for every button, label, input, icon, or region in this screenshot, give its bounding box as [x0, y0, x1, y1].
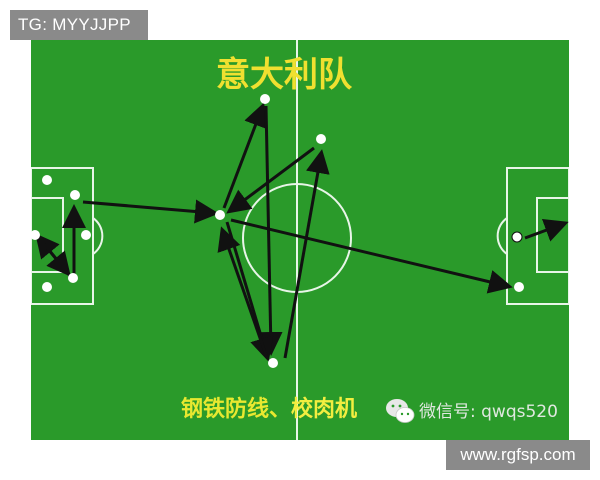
pass-arrows: [35, 102, 569, 362]
football-pitch-diagram: 意大利队: [31, 40, 569, 440]
pass-arrow: [37, 237, 71, 277]
player-marker: [215, 210, 225, 220]
player-marker: [68, 273, 78, 283]
player-marker: [316, 134, 326, 144]
pass-arrow: [230, 218, 513, 294]
wechat-icon: [386, 399, 415, 423]
player-marker: [70, 190, 80, 200]
player-marker: [31, 230, 40, 240]
pass-arrow: [524, 218, 569, 242]
caption-part-1: 钢铁防线、: [181, 396, 291, 422]
player-marker: [42, 175, 52, 185]
right-penalty-box: [506, 167, 569, 305]
right-penalty-arc: [496, 217, 508, 255]
pitch-grass: [31, 40, 569, 440]
player-marker: [81, 230, 91, 240]
pass-arrow: [82, 199, 219, 224]
pass-arrow: [283, 149, 330, 359]
pass-arrow: [217, 226, 269, 359]
players: [31, 94, 524, 368]
player-marker: [268, 358, 278, 368]
caption-part-2: 校肉机: [291, 396, 357, 422]
pass-arrow: [226, 146, 315, 214]
watermark-top-label: TG: MYYJJPP: [10, 10, 148, 40]
watermark-bottom-label: www.rgfsp.com: [446, 440, 590, 470]
left-penalty-arc: [92, 217, 104, 255]
diagram-title: 意大利队: [216, 55, 353, 95]
pitch-svg: 意大利队: [31, 40, 569, 440]
left-penalty-box: [31, 167, 94, 305]
wechat-id-label: 微信号: qwqs520: [419, 402, 558, 422]
player-marker: [260, 94, 270, 104]
player-marker: [42, 282, 52, 292]
ball-icon: [511, 231, 523, 243]
diagram-caption: 钢铁防线、校肉机: [181, 396, 357, 422]
player-marker: [514, 282, 524, 292]
